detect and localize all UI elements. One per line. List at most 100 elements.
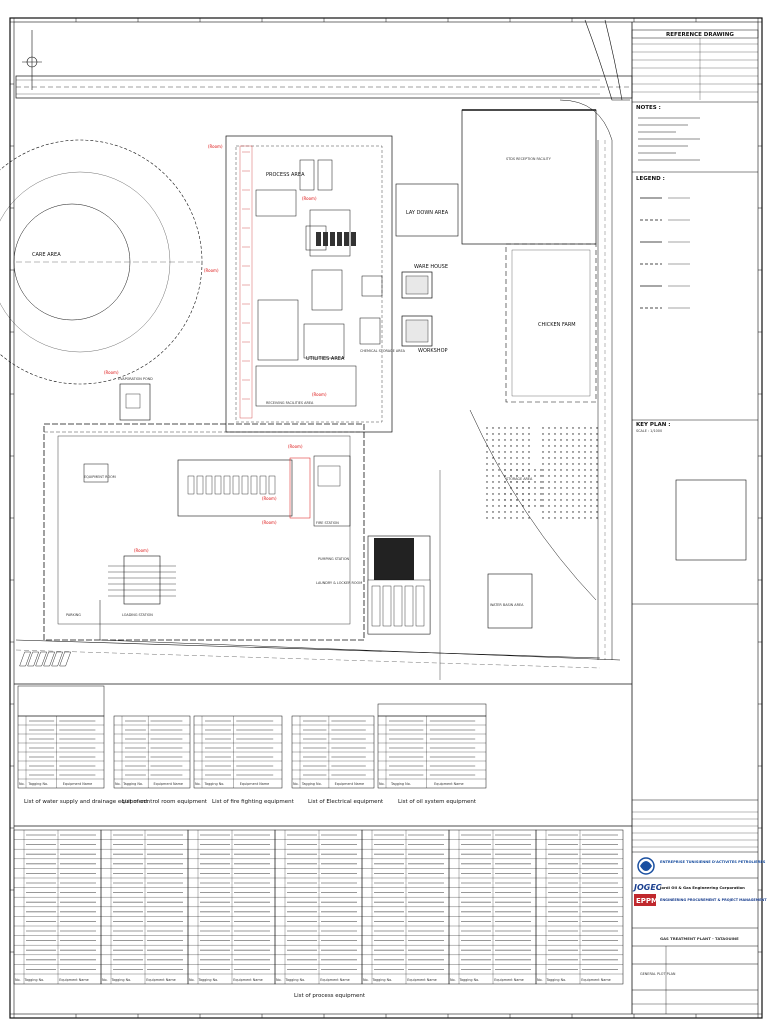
tree-dot	[584, 427, 586, 429]
caption-electrical: List of Electrical equipment	[308, 799, 384, 805]
process-equipment-block	[316, 232, 321, 246]
tree-dot	[572, 427, 574, 429]
tree-dot	[516, 457, 518, 459]
tree-dot	[596, 469, 598, 471]
tree-dot	[560, 487, 562, 489]
tree-dot	[498, 493, 500, 495]
tree-dot	[596, 505, 598, 507]
tree-dot	[596, 499, 598, 501]
tree-dot	[584, 433, 586, 435]
area-label-parking: PARKING	[66, 613, 81, 617]
tree-dot	[510, 451, 512, 453]
process-equipment-block	[344, 232, 349, 246]
process-table	[187, 829, 276, 985]
tree-dot	[590, 475, 592, 477]
tree-dot	[584, 469, 586, 471]
tree-dot	[566, 487, 568, 489]
caption-process: List of process equipment	[294, 993, 366, 999]
parking-bay	[43, 651, 55, 667]
tree-dot	[590, 511, 592, 513]
area-label-loading: LOADING STATION	[122, 613, 153, 617]
area-label-evaporation: EVAPORATION POND	[118, 377, 153, 381]
tree-dot	[554, 475, 556, 477]
tree-dot	[522, 499, 524, 501]
tree-dot	[542, 493, 544, 495]
tree-dot	[486, 457, 488, 459]
tree-dot	[596, 511, 598, 513]
tree-dot	[486, 493, 488, 495]
table-header-no: No.	[450, 978, 456, 982]
tree-dot	[498, 475, 500, 477]
tree-dot	[504, 511, 506, 513]
utility-tank	[187, 475, 195, 495]
table-header-no: No.	[189, 978, 195, 982]
tree-dot	[534, 505, 536, 507]
tree-dot	[504, 481, 506, 483]
tree-dot	[498, 445, 500, 447]
tree-dot	[492, 433, 494, 435]
tree-dot	[584, 493, 586, 495]
tree-dot	[542, 463, 544, 465]
legend-header: LEGEND :	[636, 176, 665, 182]
tree-dot	[528, 475, 530, 477]
tree-dot	[516, 433, 518, 435]
tree-dot	[486, 499, 488, 501]
tree-dot	[560, 499, 562, 501]
process-equipment-block	[330, 232, 335, 246]
tree-dot	[528, 481, 530, 483]
tree-dot	[596, 481, 598, 483]
tree-dot	[498, 517, 500, 519]
tree-dot	[560, 463, 562, 465]
table-header-tagging: Tagging No.	[23, 978, 44, 982]
tree-dot	[566, 439, 568, 441]
tree-dot	[528, 457, 530, 459]
tree-dot	[516, 439, 518, 441]
red-callout: (Room)	[104, 370, 119, 375]
tree-dot	[572, 469, 574, 471]
tree-dot	[548, 445, 550, 447]
tree-dot	[548, 475, 550, 477]
caption-fire-fighting: List of fire fighting equipment	[212, 799, 295, 805]
tree-dot	[584, 499, 586, 501]
tree-dot	[522, 487, 524, 489]
tree-dot	[522, 511, 524, 513]
table-header-tagging: Tagging No.	[284, 978, 305, 982]
tree-dot	[566, 499, 568, 501]
tree-dot	[584, 451, 586, 453]
tree-dot	[498, 457, 500, 459]
tree-dot	[584, 511, 586, 513]
tree-dot	[584, 487, 586, 489]
process-table	[13, 829, 102, 985]
tree-dot	[560, 445, 562, 447]
tree-dot	[492, 463, 494, 465]
tree-dot	[578, 505, 580, 507]
tree-dot	[566, 511, 568, 513]
tree-dot	[492, 487, 494, 489]
parking-bay	[35, 651, 47, 667]
tree-dot	[554, 427, 556, 429]
drawing-title: GENERAL PLOT PLAN	[640, 972, 676, 976]
table-header-equipment: Equipment Name	[59, 978, 89, 982]
table-header-no: No.	[363, 978, 369, 982]
tree-dot	[590, 451, 592, 453]
process-table	[535, 829, 624, 985]
area-label-workshop: WORKSHOP	[418, 348, 448, 354]
tree-dot	[504, 433, 506, 435]
tree-dot	[498, 463, 500, 465]
tree-dot	[542, 451, 544, 453]
table-header-tagging: Tagging No.	[110, 978, 131, 982]
tree-dot	[492, 511, 494, 513]
tree-dot	[560, 457, 562, 459]
tree-dot	[522, 517, 524, 519]
tree-dot	[528, 469, 530, 471]
tree-dot	[548, 433, 550, 435]
tree-dot	[486, 505, 488, 507]
tree-dot	[542, 439, 544, 441]
tree-dot	[504, 469, 506, 471]
tree-dot	[554, 469, 556, 471]
utility-tank	[223, 475, 231, 495]
tree-dot	[540, 493, 542, 495]
tree-dot	[560, 427, 562, 429]
tree-dot	[510, 439, 512, 441]
table-header-equipment: Equipment Name	[434, 782, 464, 786]
